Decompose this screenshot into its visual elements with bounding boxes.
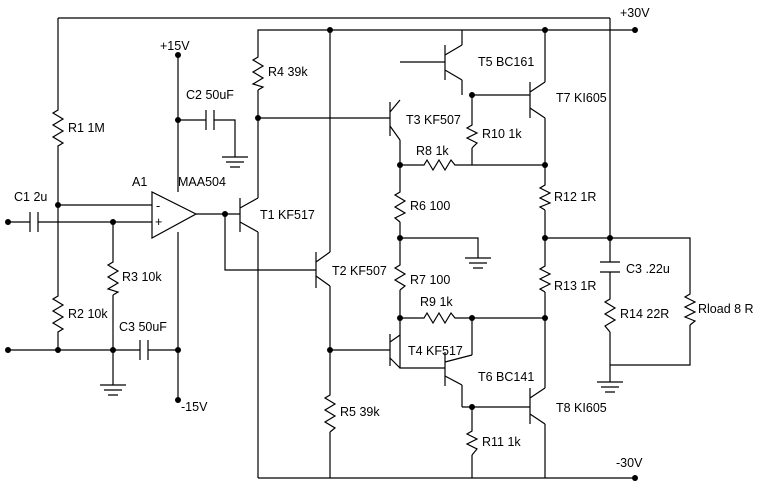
label-r9: R9 1k	[420, 295, 453, 309]
resistor-r1	[51, 105, 65, 150]
transistor-t6	[444, 352, 473, 386]
resistor-r4	[251, 52, 265, 91]
opamp-a1	[151, 191, 198, 240]
resistor-r13	[538, 262, 552, 293]
label-c3b: C3 .22u	[626, 262, 670, 276]
transistor-t2	[315, 251, 331, 288]
label-a1: A1	[132, 175, 147, 189]
label-c2: C2 50uF	[186, 88, 234, 102]
capacitor-c2	[205, 110, 215, 130]
label-t2: T2 KF507	[332, 264, 387, 278]
resistor-r2	[51, 292, 65, 335]
label-t1: T1 KF517	[260, 208, 315, 222]
capacitor-c3b	[600, 261, 620, 273]
resistor-r14	[603, 295, 617, 333]
label-r3: R3 10k	[122, 270, 162, 284]
wires	[8, 17, 691, 479]
ground-r3	[100, 384, 126, 396]
resistor-r10	[465, 122, 479, 149]
label-t6: T6 BC141	[478, 370, 534, 384]
label-r13: R13 1R	[554, 279, 596, 293]
transistor-t4	[389, 334, 401, 369]
resistor-r5	[323, 390, 337, 433]
label-r14: R14 22R	[620, 307, 669, 321]
label-r4: R4 39k	[268, 65, 308, 79]
label-c1: C1 2u	[14, 190, 47, 204]
ground-output	[597, 381, 623, 393]
label-r11: R11 1k	[482, 435, 521, 449]
resistors	[51, 52, 697, 456]
label-opamp-minus: -	[156, 199, 160, 213]
label-t3: T3 KF507	[406, 113, 461, 127]
label-c3a: C3 50uF	[119, 320, 167, 334]
ground-center	[465, 257, 491, 269]
label-t7: T7 KI605	[556, 91, 607, 105]
ground-c2	[222, 156, 248, 168]
transistor-t3	[389, 99, 401, 141]
labels: +30V -30V +15V -15V R1 1M R2 10k R3 10k …	[14, 6, 754, 470]
transistor-t8	[529, 387, 546, 425]
resistor-r7	[393, 262, 407, 291]
label-v-pos15: +15V	[160, 39, 190, 53]
label-v-neg30: -30V	[616, 456, 643, 470]
label-rload: Rload 8 R	[698, 302, 754, 316]
capacitors	[29, 110, 620, 360]
label-r10: R10 1k	[482, 127, 522, 141]
label-r5: R5 39k	[340, 405, 380, 419]
label-opamp-plus: +	[155, 215, 162, 229]
junction-dots	[5, 27, 638, 481]
resistor-r12	[538, 182, 552, 211]
label-opamp: MAA504	[178, 175, 226, 189]
capacitor-c1	[29, 212, 39, 232]
resistor-r11	[465, 428, 479, 456]
transistor-t7	[529, 81, 546, 119]
label-r12: R12 1R	[554, 190, 596, 204]
label-t5: T5 BC161	[478, 55, 534, 69]
label-r8: R8 1k	[416, 144, 449, 158]
label-t8: T8 KI605	[556, 401, 607, 415]
ground-symbols	[100, 156, 623, 396]
label-r6: R6 100	[410, 199, 450, 213]
capacitor-c3a	[139, 340, 149, 360]
transistors	[239, 44, 546, 425]
transistor-t5	[444, 44, 463, 81]
resistor-rload	[683, 290, 697, 326]
label-v-pos30: +30V	[620, 6, 650, 20]
transistor-t1	[239, 197, 259, 233]
resistor-r6	[393, 188, 407, 223]
label-r1: R1 1M	[68, 121, 105, 135]
resistor-r9	[420, 311, 458, 325]
label-r7: R7 100	[410, 273, 450, 287]
label-v-neg15: -15V	[181, 400, 208, 414]
label-t4: T4 KF517	[408, 344, 463, 358]
label-r2: R2 10k	[68, 307, 108, 321]
resistor-r3	[106, 258, 120, 296]
resistor-r8	[420, 158, 458, 172]
